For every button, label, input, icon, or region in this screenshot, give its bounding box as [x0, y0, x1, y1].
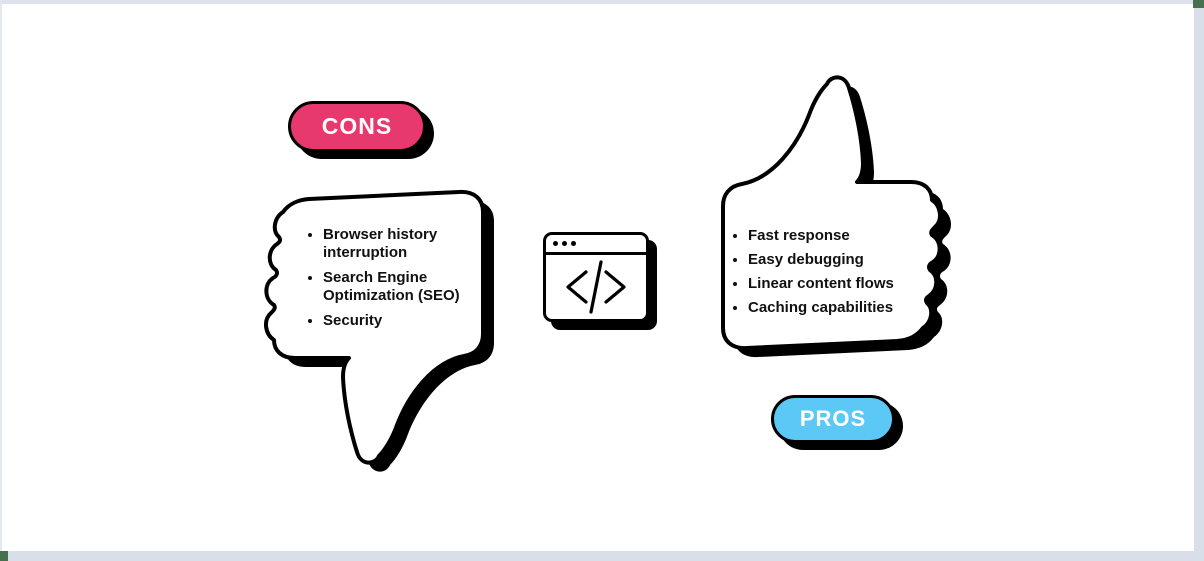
horizontal-scrollbar-track[interactable] [8, 551, 1204, 561]
code-browser-window-icon [543, 232, 649, 322]
vertical-scrollbar-track[interactable] [1194, 8, 1204, 561]
window-body [546, 255, 646, 319]
cons-list-item: Security [323, 312, 476, 330]
canvas-left-border [0, 0, 2, 561]
pros-list-item: Fast response [748, 227, 928, 245]
bottom-left-corner-marker [0, 551, 8, 561]
code-glyph-icon [566, 260, 626, 314]
cons-badge: CONS [288, 101, 426, 152]
cons-list-item: Browser history interruption [323, 226, 476, 262]
cons-list: Browser history interruptionSearch Engin… [308, 226, 476, 337]
cons-list-item: Search Engine Optimization (SEO) [323, 269, 476, 305]
pros-list: Fast responseEasy debuggingLinear conten… [733, 227, 928, 323]
canvas-top-border [0, 0, 1204, 4]
pros-badge: PROS [771, 395, 895, 443]
top-right-corner-marker [1193, 0, 1204, 8]
pros-list-item: Caching capabilities [748, 299, 928, 317]
window-dot-icon [553, 241, 558, 246]
pros-list-item: Easy debugging [748, 251, 928, 269]
cons-badge-label: CONS [321, 113, 393, 139]
pros-list-item: Linear content flows [748, 275, 928, 293]
window-dot-icon [571, 241, 576, 246]
thumbs-up-icon [721, 75, 952, 358]
window-titlebar [546, 235, 646, 255]
window-dot-icon [562, 241, 567, 246]
thumbs-down-icon [264, 189, 494, 472]
pros-badge-label: PROS [799, 406, 867, 431]
